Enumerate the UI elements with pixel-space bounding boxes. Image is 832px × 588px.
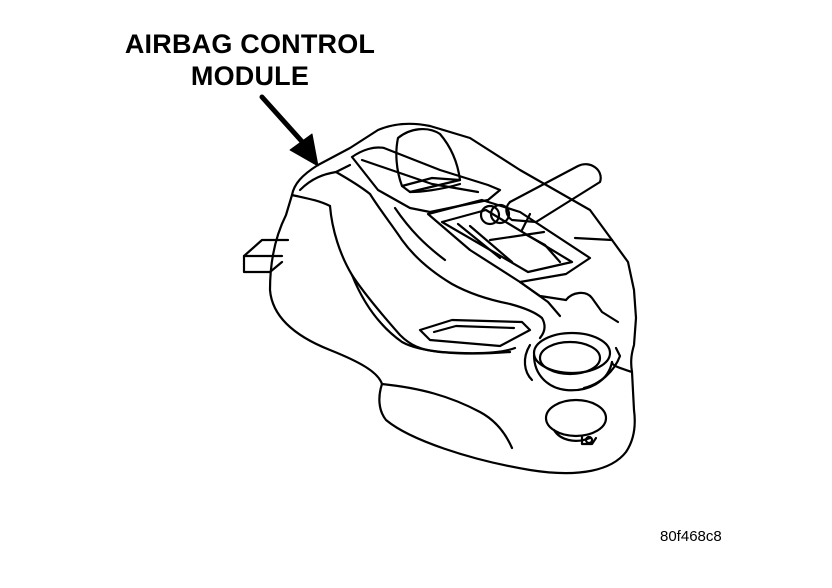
front-grip-slot [420, 320, 530, 346]
callout-arrow [262, 97, 318, 166]
mounting-tab [244, 240, 288, 272]
parking-brake-housing [352, 129, 500, 212]
figure-id: 80f468c8 [660, 528, 722, 545]
console-body-outline [270, 165, 636, 473]
callout-line-1: AIRBAG CONTROL [124, 29, 376, 59]
component-callout-label: AIRBAG CONTROL MODULE [105, 28, 395, 92]
console-top-rim [318, 124, 612, 240]
callout-line-2: MODULE [190, 61, 310, 91]
power-outlet [546, 400, 606, 444]
storage-bin [330, 172, 544, 354]
cupholder [525, 333, 620, 390]
